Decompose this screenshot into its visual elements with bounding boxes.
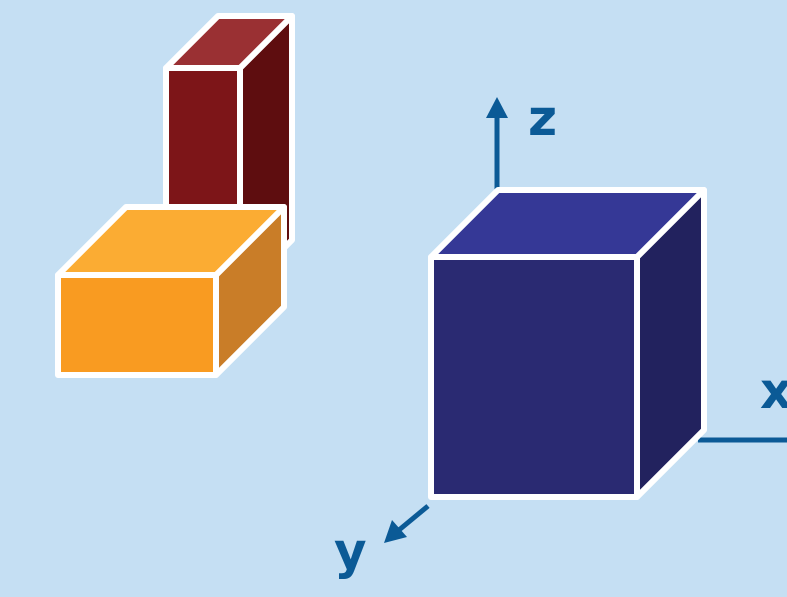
blue-cube bbox=[428, 187, 707, 500]
arrow-down-left-icon bbox=[384, 520, 407, 543]
orange-box bbox=[55, 204, 287, 378]
orange-box-front bbox=[55, 272, 219, 378]
y-axis-label: y bbox=[334, 522, 367, 580]
arrow-up-icon bbox=[486, 97, 508, 118]
z-axis-label: z bbox=[528, 89, 557, 147]
z-axis bbox=[486, 97, 508, 190]
blue-cube-front bbox=[428, 254, 640, 500]
y-axis-line bbox=[397, 504, 430, 532]
x-axis-label: x bbox=[760, 362, 787, 420]
y-axis bbox=[384, 504, 430, 543]
